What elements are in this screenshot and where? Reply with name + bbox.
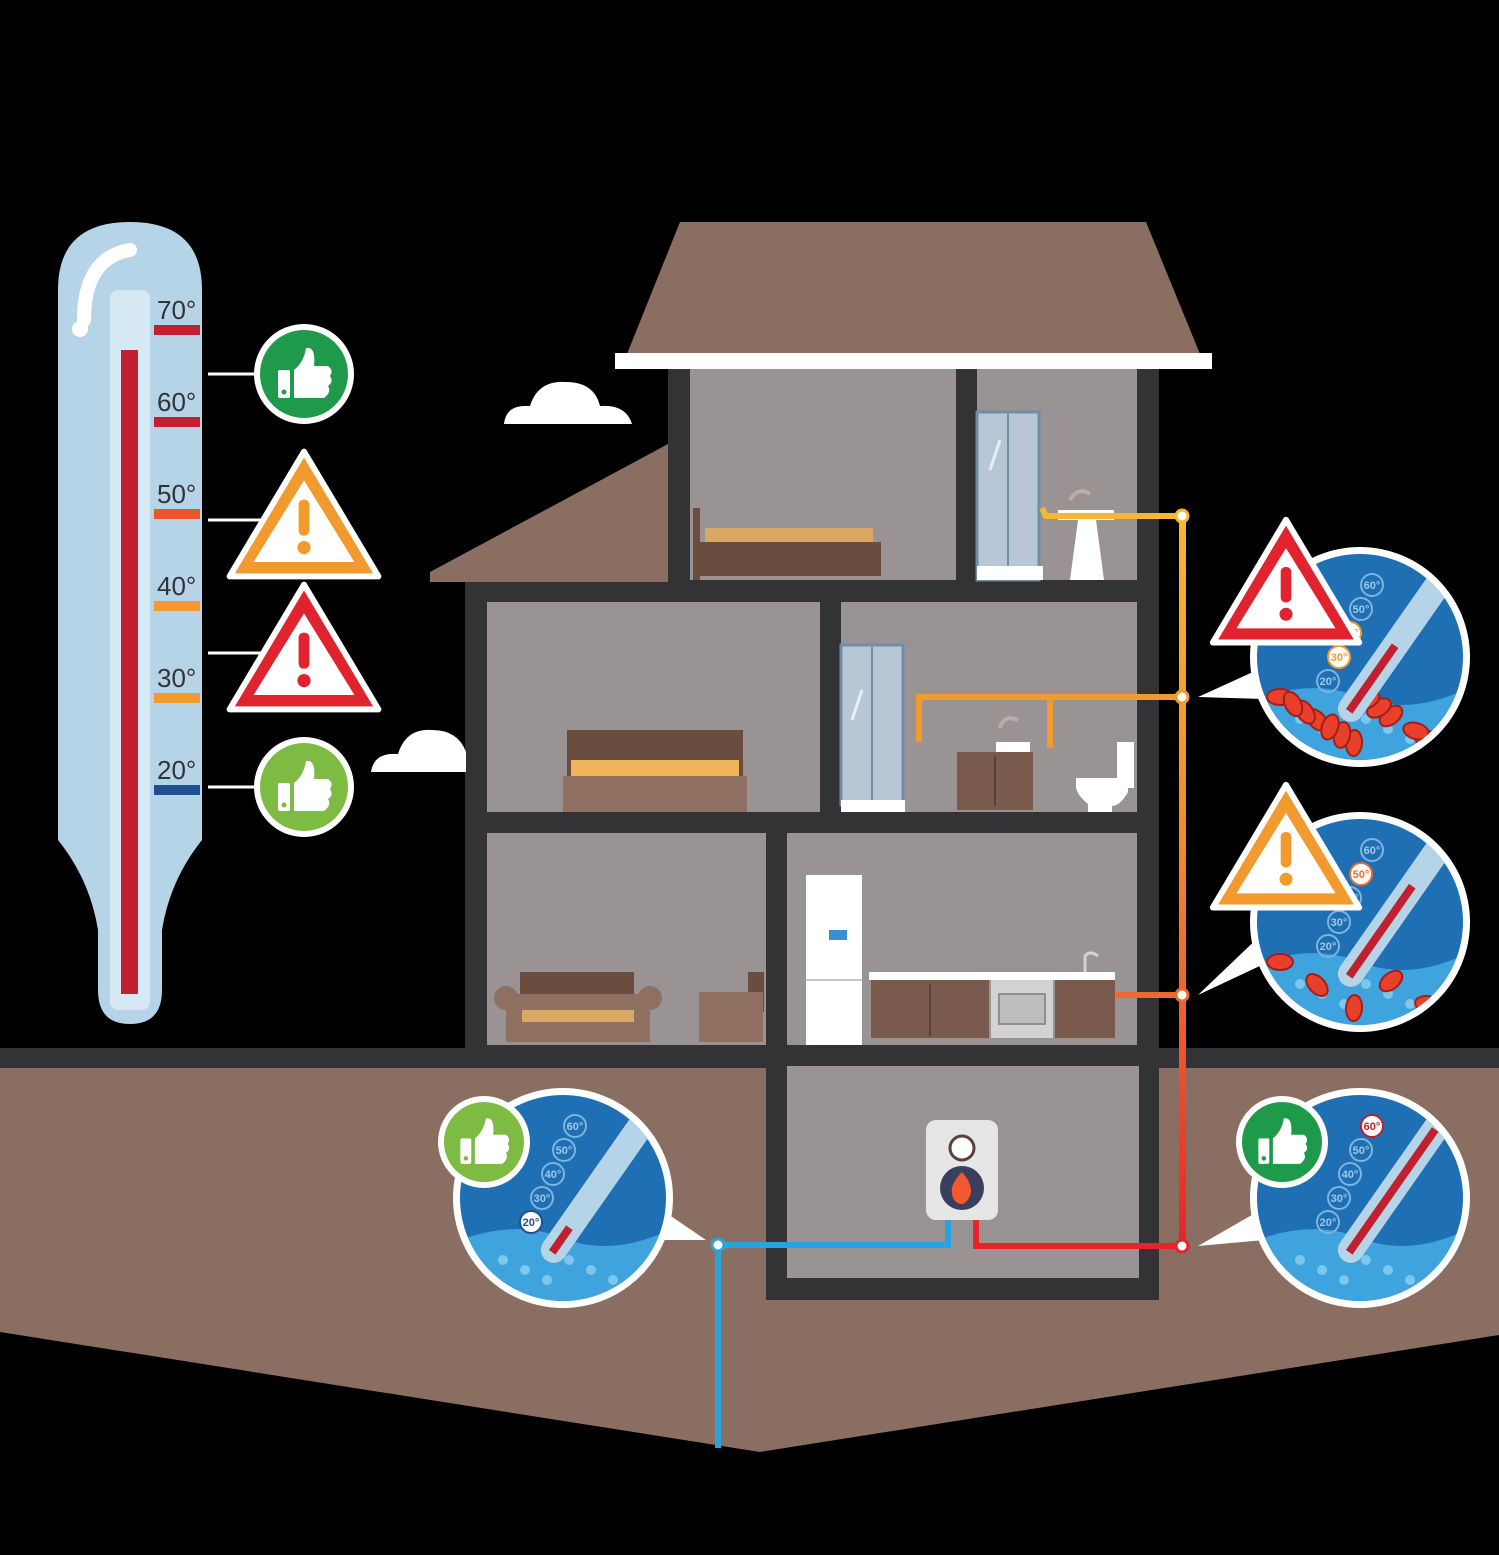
mini-scale-badge	[1327, 910, 1351, 934]
pipe-joints	[710, 508, 1190, 1254]
roof-eave	[615, 353, 1212, 369]
bacteria-icon	[1320, 713, 1340, 741]
mini-scale-badge	[1316, 1210, 1340, 1234]
mini-scale-badge	[1360, 573, 1384, 597]
hot-water-pipe	[916, 506, 1186, 1249]
mercury-column	[121, 350, 138, 994]
mini-scale-label: 50°	[1353, 869, 1370, 881]
mini-scale-label: 60°	[1364, 845, 1381, 857]
scale-label: 40°	[157, 571, 196, 601]
mini-scale-badge	[1327, 1186, 1351, 1210]
mini-scale-label: 30°	[1331, 652, 1348, 664]
mini-scale-label: 20°	[1320, 676, 1337, 688]
bacteria-icon	[1266, 953, 1294, 971]
thumbs-up-icon	[1236, 1096, 1328, 1188]
mini-thermometer	[1337, 1095, 1463, 1263]
cold-water-pipe	[715, 1220, 951, 1448]
mini-scale-label: 20°	[523, 1217, 540, 1229]
thermometer-scale: 70° 60° 50° 40° 30° 20°	[154, 295, 200, 795]
scale-label: 20°	[157, 755, 196, 785]
armchair	[699, 972, 764, 1042]
main-thermometer	[58, 222, 202, 1024]
vanity-cabinet	[957, 716, 1033, 810]
mini-scale-badge	[563, 1114, 587, 1138]
bed	[693, 508, 881, 580]
bacteria-icon	[1378, 969, 1404, 993]
mini-scale-label: 50°	[556, 1145, 573, 1157]
water-heater	[926, 1120, 998, 1220]
scale-marker	[154, 509, 200, 519]
thumbs-up-icon	[254, 737, 354, 837]
mini-scale-badge	[552, 1138, 576, 1162]
cloud-icon	[371, 729, 466, 772]
main-roof	[627, 222, 1200, 354]
mini-scale-label: 20°	[1320, 941, 1337, 953]
mini-scale-badge	[1316, 669, 1340, 693]
mini-scale-label: 60°	[1364, 1121, 1381, 1133]
shower-cabin	[839, 643, 905, 812]
scale-label: 30°	[157, 663, 196, 693]
flame-icon	[951, 1172, 971, 1204]
bacteria-icon	[1344, 994, 1364, 1022]
scale-marker	[154, 785, 200, 795]
mini-scale-label: 50°	[1353, 1145, 1370, 1157]
mini-scale-badge	[1338, 1162, 1362, 1186]
callout-cold-supply: 60° 50° 40° 30° 20°	[438, 1088, 706, 1308]
warning-icon	[226, 581, 382, 713]
mini-thermometer	[1337, 554, 1463, 722]
cloud-icon	[504, 381, 632, 424]
thumbs-up-icon	[438, 1096, 530, 1188]
warning-icon	[1209, 516, 1363, 646]
callout-attic-pipe: 60°50°40°30°20°	[1198, 516, 1470, 767]
mini-scale-label: 60°	[1364, 580, 1381, 592]
gauge-icon	[948, 1134, 976, 1162]
bacteria-icon	[1305, 973, 1329, 997]
mini-scale-label: 50°	[1353, 604, 1370, 616]
mini-scale-label: 30°	[1331, 917, 1348, 929]
mini-scale-badge	[1349, 1138, 1373, 1162]
mini-scale-badge	[1316, 934, 1340, 958]
mini-scale-label: 60°	[567, 1121, 584, 1133]
mini-thermometer	[540, 1095, 666, 1263]
scale-marker	[154, 693, 200, 703]
scale-label: 60°	[157, 387, 196, 417]
shower-cabin	[975, 410, 1043, 582]
mini-scale-label: 40°	[545, 1169, 562, 1181]
mini-scale-badge	[1327, 645, 1351, 669]
toilet	[1076, 742, 1134, 812]
side-roof	[430, 444, 668, 582]
callout-hot-supply: 60° 50° 40° 30° 20°	[1198, 1088, 1470, 1308]
sofa	[494, 972, 662, 1042]
fridge	[806, 875, 862, 1045]
mini-scale-badge	[530, 1186, 554, 1210]
mini-scale-badge	[1360, 838, 1384, 862]
thumbs-up-icon	[254, 324, 354, 424]
mini-scale-badge	[541, 1162, 565, 1186]
bacteria-icon	[1282, 690, 1304, 718]
mini-scale-label: 30°	[1331, 1193, 1348, 1205]
bed	[563, 730, 747, 812]
scale-label: 50°	[157, 479, 196, 509]
scale-marker	[154, 601, 200, 611]
scale-marker	[154, 325, 200, 335]
scale-label: 70°	[157, 295, 196, 325]
ground-strip	[0, 1048, 1499, 1068]
warning-icon	[1209, 781, 1363, 911]
kitchen-counter	[869, 951, 1115, 1038]
scale-marker	[154, 417, 200, 427]
mini-scale-label: 40°	[1342, 1169, 1359, 1181]
warning-icon	[226, 448, 382, 580]
thermometer-indicators	[208, 324, 382, 837]
mini-scale-badge	[1360, 1114, 1384, 1138]
mini-scale-label: 30°	[534, 1193, 551, 1205]
callout-kitchen-pipe: 60°50°40°30°20°	[1198, 781, 1470, 1032]
mini-thermometer	[1337, 819, 1463, 987]
temperature-callouts: 60°50°40°30°20°60°50°40°30°20°60°50°40°3…	[438, 516, 1470, 1308]
mini-scale-badge	[1349, 597, 1373, 621]
mini-scale-badge	[519, 1210, 543, 1234]
mini-scale-badge	[1349, 862, 1373, 886]
mini-scale-label: 20°	[1320, 1217, 1337, 1229]
